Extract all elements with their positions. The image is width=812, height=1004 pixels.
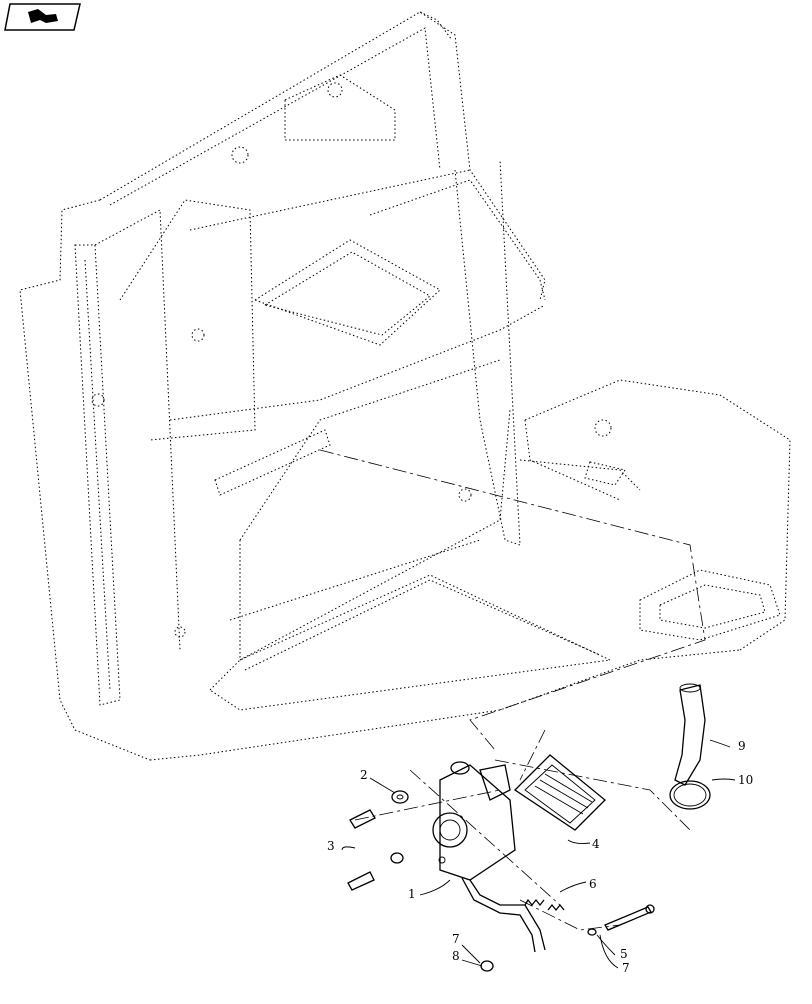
callout-3: 3: [327, 839, 335, 853]
folder-arrow-icon[interactable]: [4, 2, 82, 32]
callout-4: 4: [592, 837, 600, 851]
hose-part-9: [674, 683, 706, 786]
callout-2: 2: [360, 768, 368, 782]
cab-frame-phantom: [19, 11, 791, 761]
callout-5: 5: [620, 947, 628, 961]
callout-10: 10: [738, 773, 753, 787]
pedal-assembly-part-1: [432, 761, 546, 953]
callout-6: 6: [589, 877, 597, 891]
callout-9: 9: [738, 739, 746, 753]
hose-clamp-part-10: [669, 780, 711, 810]
pin-part-5: [604, 904, 655, 931]
callout-leaders: [341, 739, 736, 969]
fasteners: [347, 790, 597, 972]
callout-7a: 7: [452, 932, 460, 946]
spring-part-6: [524, 898, 565, 912]
callout-7b: 7: [622, 961, 630, 975]
callout-labels: 2 3 1 4 6 5 7 7 8 9 10: [327, 739, 753, 975]
pedal-pad-part-4: [513, 754, 606, 831]
assembly-centerlines: [319, 449, 706, 931]
callout-8: 8: [452, 949, 460, 963]
callout-1: 1: [408, 887, 416, 901]
